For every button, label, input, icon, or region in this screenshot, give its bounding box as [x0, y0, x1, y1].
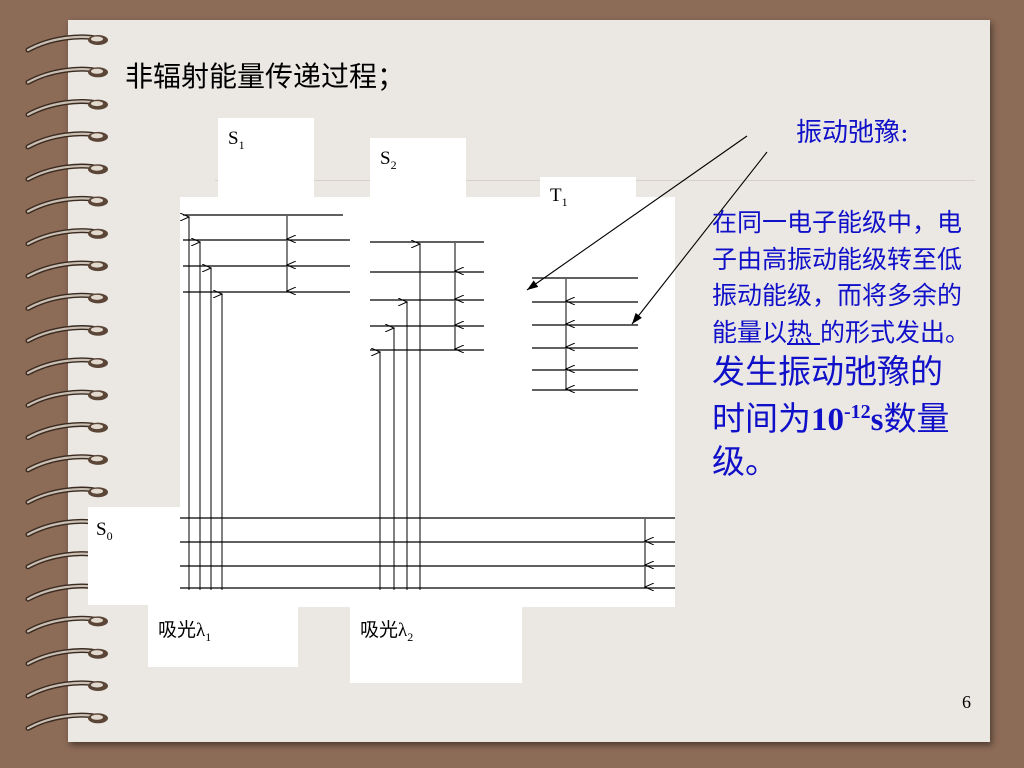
absorption-2-label: 吸光λ2 — [360, 620, 414, 644]
s2-label: S2 — [380, 148, 397, 172]
s2-label-box: S2 — [370, 138, 466, 198]
absorption-1-box: 吸光λ1 — [148, 605, 298, 667]
page-number: 6 — [962, 692, 971, 712]
s1-label-box: S1 — [218, 118, 314, 198]
t1-label-box: T1 — [540, 177, 636, 209]
energy-level-diagram — [180, 197, 675, 607]
time-number: 10 — [811, 402, 844, 438]
time-exponent: -12 — [844, 401, 871, 423]
s0-label-box: S0 — [88, 507, 180, 605]
heat-word: 热 — [787, 317, 820, 347]
relaxation-time-text: 发生振动弛豫的时间为 — [712, 352, 943, 438]
description-part1: 在同一电子能级中，电子由高振动能级转至低振动能级，而将多余的能量以 — [712, 208, 963, 347]
t1-label: T1 — [550, 185, 568, 209]
s1-label: S1 — [228, 128, 245, 152]
absorption-1-label: 吸光λ1 — [158, 620, 212, 644]
pointer-arrow — [631, 151, 768, 325]
order-of-magnitude-text: 数量级。 — [712, 399, 950, 481]
vibrational-relaxation-title: 振动弛豫: — [796, 118, 909, 148]
pointer-arrow — [526, 135, 748, 291]
time-unit: s — [870, 402, 884, 438]
description-part2: 的形式发出。 — [819, 317, 970, 347]
slide-title: 非辐射能量传递过程； — [125, 60, 406, 93]
description-text: 在同一电子能级中，电子由高振动能级转至低振动能级，而将多余的能量以热 的形式发出… — [712, 205, 974, 482]
s0-label: S0 — [96, 519, 113, 543]
absorption-2-box: 吸光λ2 — [350, 605, 522, 683]
